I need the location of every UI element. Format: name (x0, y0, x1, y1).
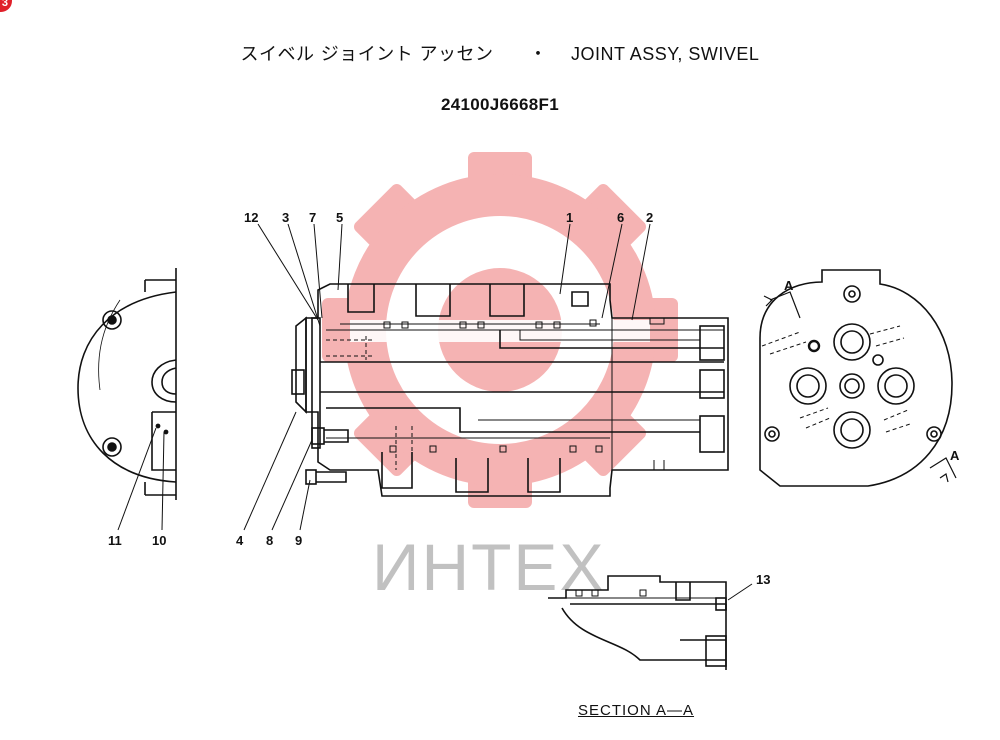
callout-8: 8 (266, 533, 273, 548)
callout-labels: 12 3 7 5 1 6 2 11 10 4 8 9 13 (108, 210, 770, 587)
callout-4: 4 (236, 533, 244, 548)
callout-10: 10 (152, 533, 166, 548)
left-end-view (77, 268, 177, 500)
section-mark-bottom: A (950, 448, 960, 463)
part-number: 24100J6668F1 (441, 95, 559, 114)
drawing-title: スイベル ジョイント アッセン ・ JOINT ASSY, SWIVEL (0, 40, 1000, 66)
callout-2: 2 (646, 210, 653, 225)
section-mark-top: A (784, 278, 794, 293)
callout-7: 7 (309, 210, 316, 225)
main-section-view (291, 283, 729, 497)
callout-5: 5 (336, 210, 343, 225)
callout-leaders (117, 223, 651, 531)
callout-3: 3 (282, 210, 289, 225)
right-end-view (759, 269, 957, 487)
watermark-text: ИНТЕХ (372, 530, 605, 604)
title-separator: ・ (529, 44, 548, 64)
title-japanese: スイベル ジョイント アッセン (240, 44, 494, 65)
callout-9: 9 (295, 533, 302, 548)
callout-12: 12 (244, 210, 258, 225)
callout-6: 6 (617, 210, 624, 225)
callout-11: 11 (108, 533, 122, 548)
title-english: JOINT ASSY, SWIVEL (571, 44, 760, 64)
callout-1: 1 (566, 210, 573, 225)
callout-13: 13 (756, 572, 770, 587)
section-aa-detail (548, 575, 727, 670)
section-label: SECTION A—A (578, 702, 695, 719)
callout-leader-13 (727, 583, 753, 601)
